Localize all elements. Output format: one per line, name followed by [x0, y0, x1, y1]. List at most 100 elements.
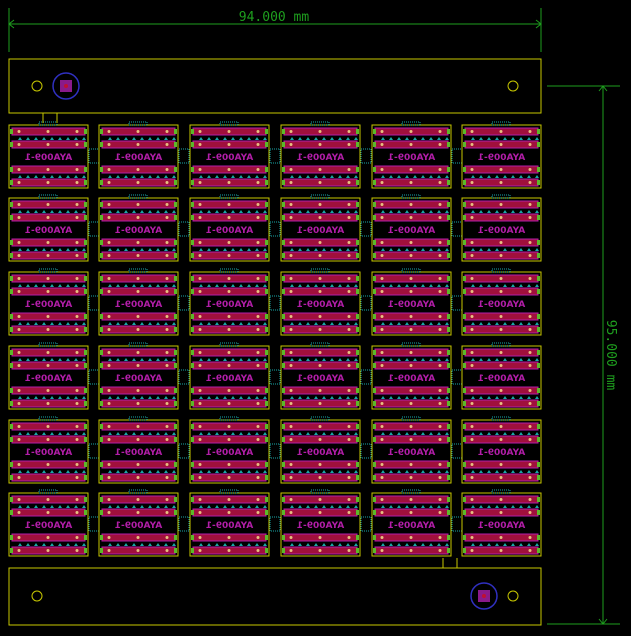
pad-hole: [107, 328, 111, 331]
via-mark: [535, 470, 539, 473]
via-mark: [247, 322, 251, 325]
pcb-module[interactable]: AYA009-1: [98, 268, 190, 336]
pad-end: [100, 535, 103, 540]
via-mark: [338, 175, 342, 178]
pcb-module[interactable]: AYA009-1: [189, 121, 281, 189]
via-mark: [124, 432, 128, 435]
via-mark: [479, 248, 483, 251]
pad-hole: [438, 511, 442, 514]
pcb-module[interactable]: AYA009-1: [461, 342, 542, 410]
pcb-module[interactable]: AYA009-1: [98, 121, 190, 189]
pcb-module[interactable]: AYA009-1: [280, 121, 372, 189]
pad-hole: [318, 438, 322, 441]
breakaway-tab: [128, 194, 148, 199]
breakaway-tab: [310, 121, 330, 126]
pad-end: [174, 388, 177, 393]
pcb-module[interactable]: AYA009-1: [371, 268, 463, 336]
pcb-module[interactable]: AYA009-1: [461, 268, 542, 336]
pcb-module[interactable]: AYA009-1: [98, 194, 190, 262]
pcb-module[interactable]: AYA009-1: [8, 342, 100, 410]
pcb-module[interactable]: AYA009-1: [371, 416, 463, 484]
pcb-module[interactable]: AYA009-1: [371, 194, 463, 262]
via-mark: [156, 470, 160, 473]
pcb-module[interactable]: AYA009-1: [280, 416, 372, 484]
via-mark: [74, 505, 78, 508]
pcb-module[interactable]: AYA009-1: [8, 416, 100, 484]
via-mark: [519, 210, 523, 213]
pad-end: [10, 497, 13, 502]
pad-hole: [227, 143, 231, 146]
pcb-module[interactable]: AYA009-1: [280, 194, 372, 262]
pcb-module[interactable]: AYA009-1: [280, 489, 372, 557]
pad-end: [463, 548, 466, 553]
via-mark: [389, 358, 393, 361]
breakaway-tab: [310, 268, 330, 273]
pcb-module[interactable]: AYA009-1: [461, 489, 542, 557]
via-mark: [124, 137, 128, 140]
pad-end: [100, 497, 103, 502]
pad-hole: [499, 328, 503, 331]
pad-hole: [347, 328, 351, 331]
via-mark: [156, 543, 160, 546]
pcb-module[interactable]: AYA009-1: [371, 121, 463, 189]
pad-end: [463, 314, 466, 319]
pcb-module[interactable]: AYA009-1: [280, 268, 372, 336]
pcb-module[interactable]: AYA009-1: [8, 121, 100, 189]
pcb-module[interactable]: AYA009-1: [461, 194, 542, 262]
pad-hole: [289, 511, 293, 514]
via-mark: [330, 396, 334, 399]
via-mark: [42, 543, 46, 546]
pad-hole: [499, 216, 503, 219]
pcb-module[interactable]: AYA009-1: [280, 342, 372, 410]
breakaway-tab: [269, 516, 281, 532]
pad-end: [100, 475, 103, 480]
breakaway-tab: [401, 268, 421, 273]
fiducial-bottom: [470, 582, 498, 610]
pcb-module[interactable]: AYA009-1: [189, 416, 281, 484]
pad-end: [100, 202, 103, 207]
pad-hole: [380, 168, 384, 171]
via-mark: [322, 210, 326, 213]
via-mark: [437, 322, 441, 325]
pad-end: [10, 510, 13, 515]
pcb-module[interactable]: AYA009-1: [189, 489, 281, 557]
pad-end: [282, 240, 285, 245]
via-mark: [50, 175, 54, 178]
pcb-module[interactable]: AYA009-1: [98, 489, 190, 557]
via-mark: [338, 210, 342, 213]
via-mark: [495, 248, 499, 251]
pad-end: [356, 180, 359, 185]
pad-end: [265, 424, 268, 429]
via-mark: [405, 470, 409, 473]
via-mark: [263, 248, 267, 251]
via-mark: [389, 322, 393, 325]
pcb-module[interactable]: AYA009-1: [8, 268, 100, 336]
via-mark: [511, 543, 515, 546]
via-mark: [298, 284, 302, 287]
pcb-module[interactable]: AYA009-1: [371, 342, 463, 410]
pcb-module[interactable]: AYA009-1: [8, 489, 100, 557]
module-outline: [8, 124, 89, 189]
pad-hole: [499, 425, 503, 428]
via-mark: [58, 432, 62, 435]
pad-end: [84, 401, 87, 406]
pcb-module[interactable]: AYA009-1: [189, 194, 281, 262]
pcb-module[interactable]: AYA009-1: [8, 194, 100, 262]
via-mark: [199, 210, 203, 213]
pcb-module[interactable]: AYA009-1: [98, 416, 190, 484]
pcb-module[interactable]: AYA009-1: [461, 121, 542, 189]
pad-end: [100, 215, 103, 220]
pad-hole: [46, 536, 50, 539]
pad-hole: [227, 181, 231, 184]
pad-hole: [289, 476, 293, 479]
pcb-module[interactable]: AYA009-1: [98, 342, 190, 410]
pcb-module[interactable]: AYA009-1: [371, 489, 463, 557]
pcb-module[interactable]: AYA009-1: [461, 416, 542, 484]
pcb-module[interactable]: AYA009-1: [189, 268, 281, 336]
pcb-module[interactable]: AYA009-1: [189, 342, 281, 410]
pad-hole: [380, 549, 384, 552]
via-mark: [495, 470, 499, 473]
module-outline: [98, 492, 179, 557]
via-mark: [314, 210, 318, 213]
